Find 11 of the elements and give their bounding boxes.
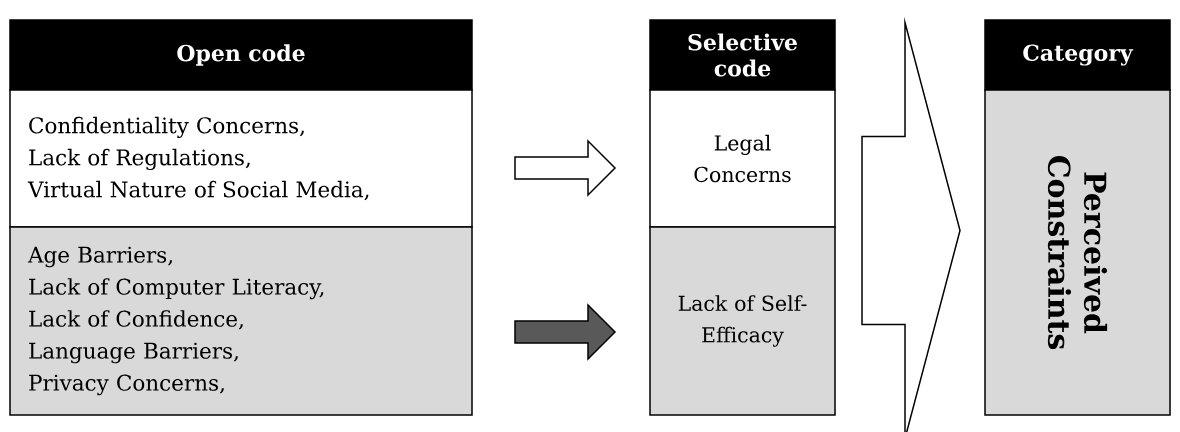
column-header: Selective code — [649, 19, 836, 91]
table-cell: Age Barriers, Lack of Computer Literacy, Lack of Confidence, Language Barriers, Privacy Concerns, — [9, 226, 473, 416]
block-arrow — [514, 303, 617, 361]
table-cell: Confidentiality Concerns, Lack of Regulations, Virtual Nature of Social Media, — [9, 89, 473, 228]
column-header: Open code — [9, 19, 473, 91]
block-arrow — [514, 139, 617, 197]
column-header: Category — [984, 19, 1171, 91]
table-cell: Legal Concerns — [649, 89, 836, 228]
table-cell: Perceived Constraints — [984, 89, 1171, 416]
block-arrow — [861, 16, 961, 432]
table-cell: Lack of Self-Efficacy — [649, 226, 836, 416]
